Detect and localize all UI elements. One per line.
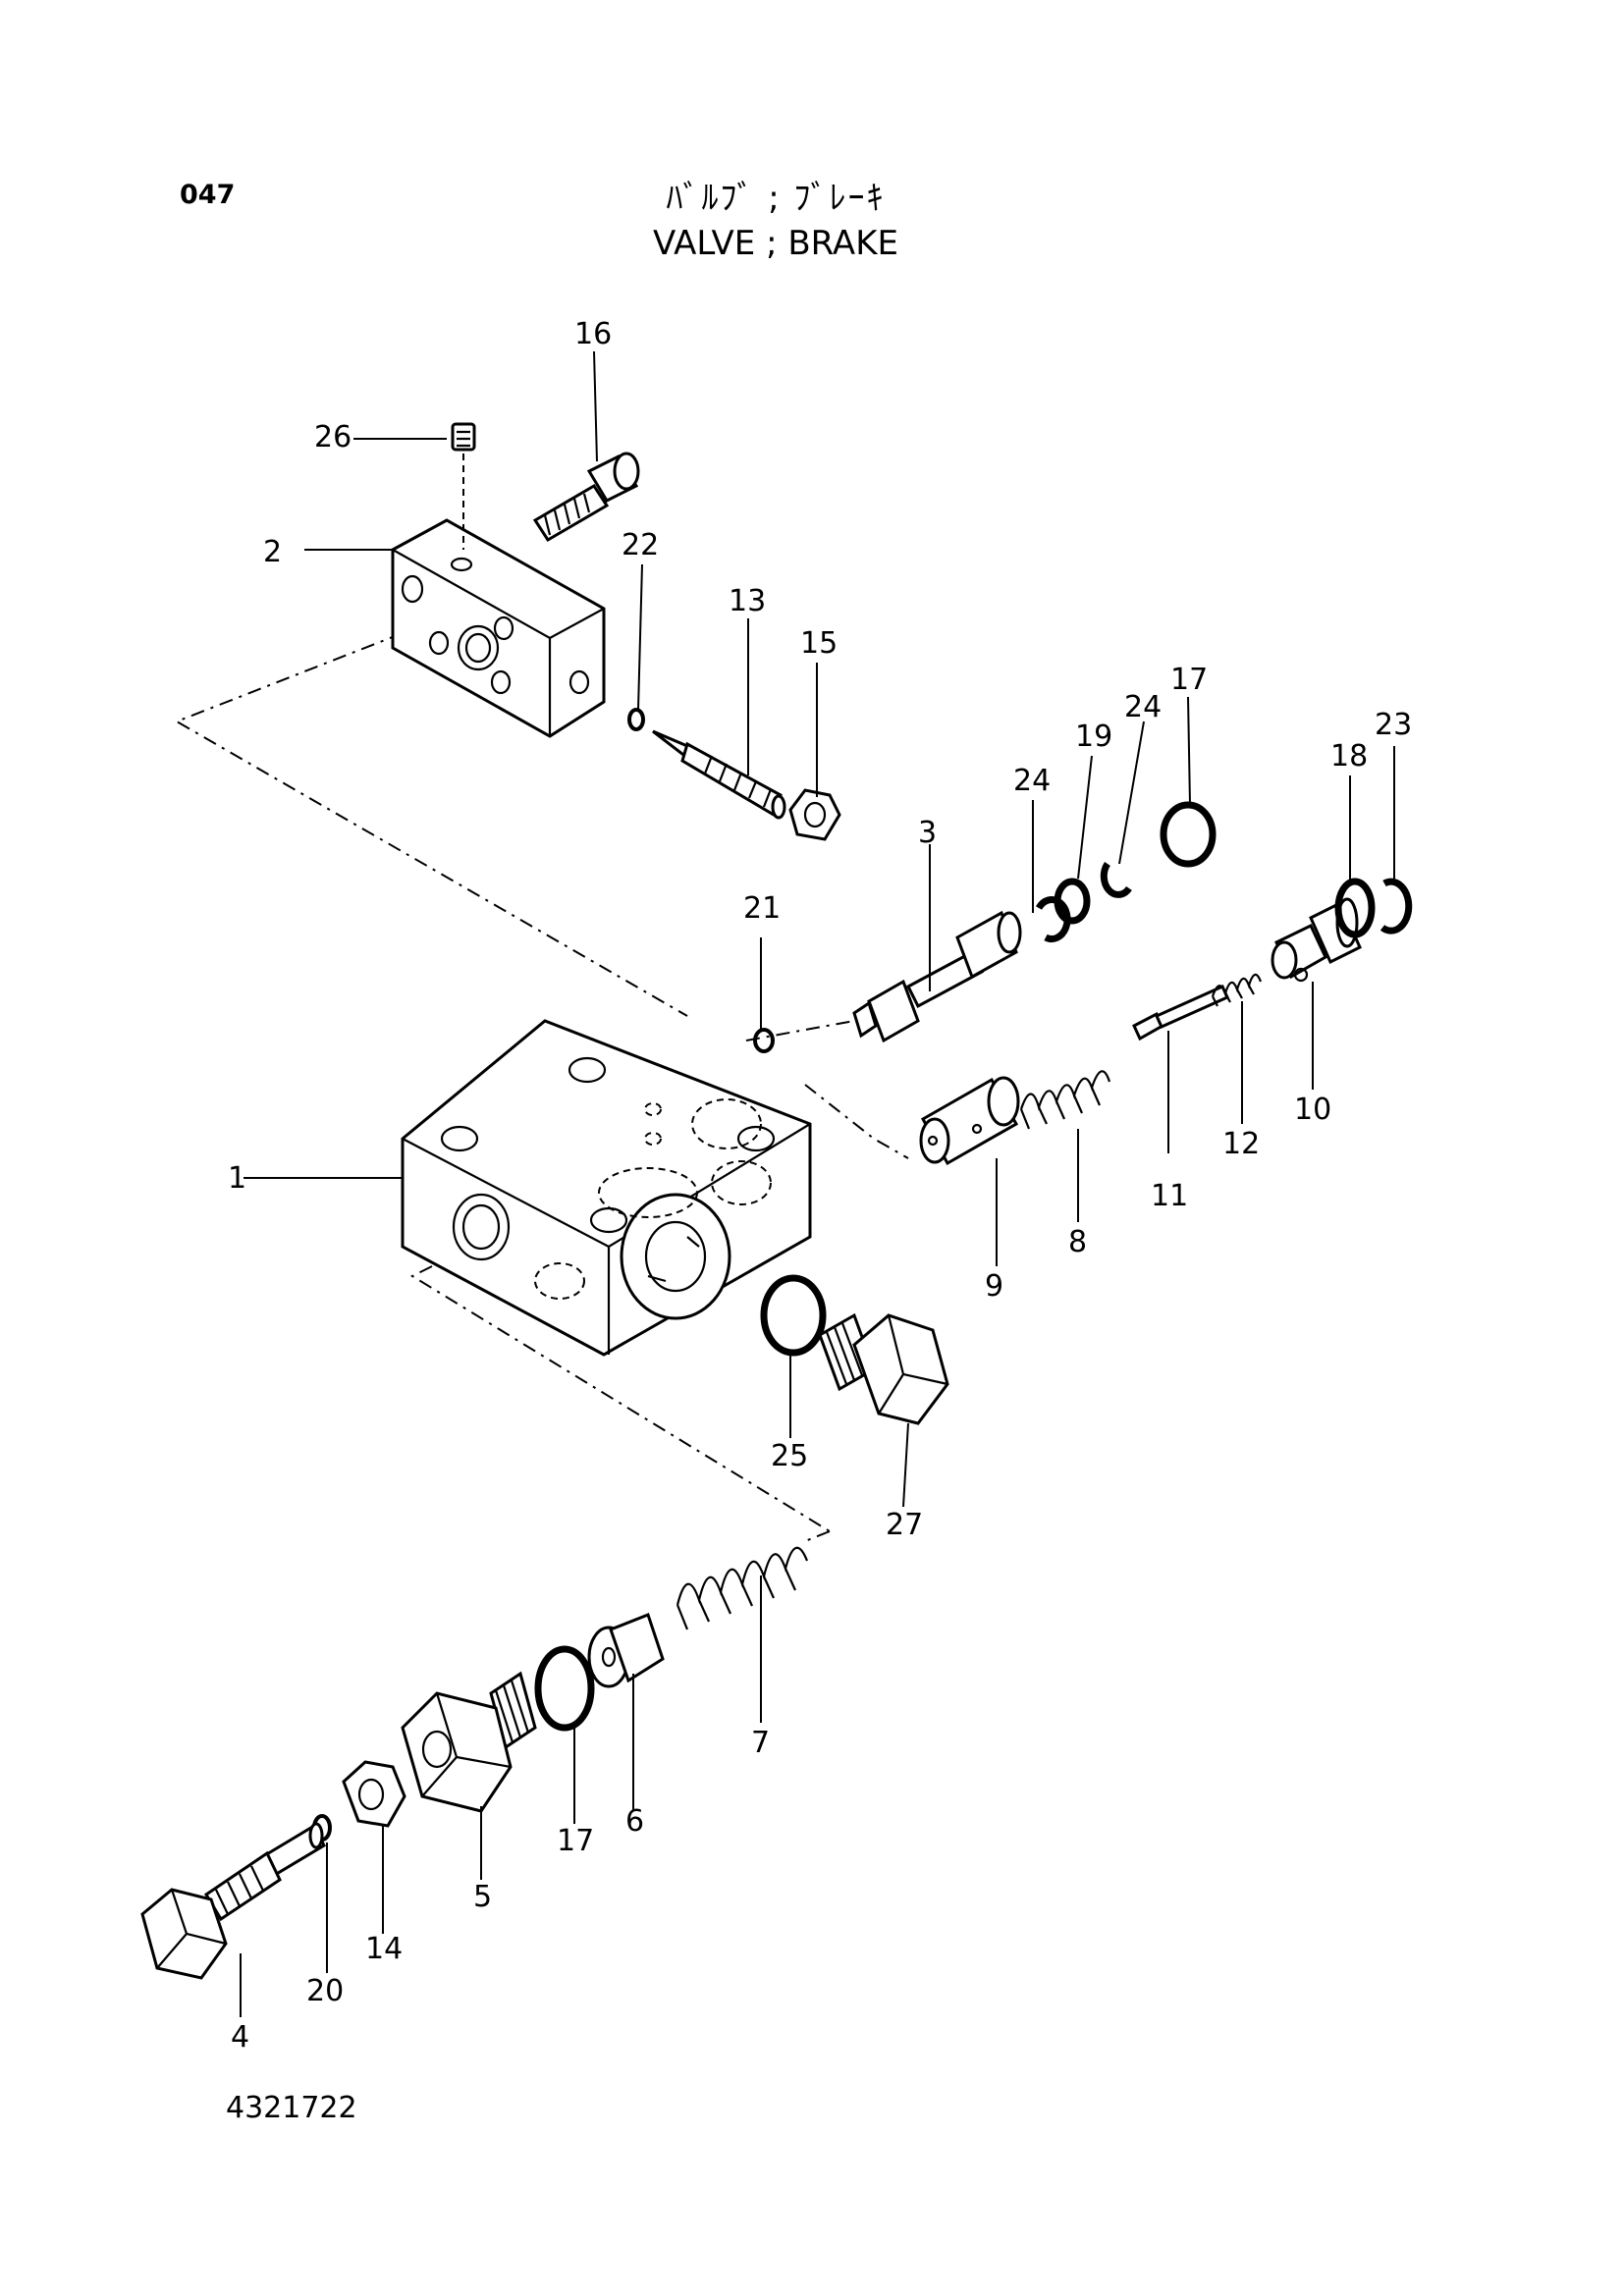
- part-24-snap-ring-b: [1100, 862, 1132, 898]
- callout-16: 16: [574, 317, 612, 351]
- part-16-cap-screw: [532, 452, 640, 543]
- part-13-needle-screw: [652, 729, 786, 820]
- callout-17-lower: 17: [557, 1824, 594, 1858]
- part-10-poppet-plug: [1271, 897, 1362, 983]
- callout-3: 3: [918, 816, 937, 850]
- page-number: 047: [180, 180, 236, 210]
- callout-12: 12: [1222, 1127, 1260, 1161]
- callout-15: 15: [800, 626, 838, 661]
- part-27-plug: [818, 1312, 949, 1425]
- part-19-oring: [1054, 878, 1091, 925]
- callout-11: 11: [1151, 1179, 1188, 1213]
- callout-labels: 1 2 3 4 5 6 7 8 9 10 11 12 13 14 15 16 1…: [228, 317, 1412, 2055]
- part-5-hex-body: [401, 1671, 537, 1813]
- callout-6: 6: [625, 1804, 644, 1839]
- part-2-upper-block: [391, 518, 606, 738]
- callout-22: 22: [622, 528, 659, 562]
- drawing-number: 4321722: [226, 2091, 357, 2125]
- callout-7: 7: [751, 1726, 770, 1760]
- title-english: VALVE ; BRAKE: [653, 224, 898, 263]
- part-8-spring: [1019, 1070, 1111, 1130]
- callout-26: 26: [314, 420, 352, 454]
- callout-19: 19: [1075, 720, 1112, 754]
- part-22-oring: [627, 708, 645, 731]
- part-23-snap-ring: [1380, 878, 1413, 934]
- callout-2: 2: [263, 535, 282, 569]
- callout-1: 1: [228, 1161, 246, 1196]
- callout-10: 10: [1294, 1093, 1331, 1127]
- part-25-oring: [760, 1274, 827, 1357]
- callout-24-b: 24: [1124, 690, 1162, 724]
- part-1-main-body: [401, 1019, 812, 1357]
- callout-17-upper: 17: [1170, 663, 1208, 697]
- part-9-plunger: [919, 1076, 1020, 1166]
- part-24-snap-ring-a: [1035, 896, 1071, 942]
- callout-18: 18: [1330, 739, 1368, 774]
- part-26-set-screw: [451, 422, 476, 550]
- callout-14: 14: [365, 1932, 403, 1966]
- callout-21: 21: [743, 891, 781, 926]
- part-7-spring: [676, 1546, 809, 1630]
- callout-5: 5: [473, 1880, 492, 1914]
- leader-lines: [240, 350, 1395, 2017]
- part-17-oring-upper: [1160, 801, 1217, 868]
- part-12-spring: [1211, 973, 1263, 1007]
- callout-24-a: 24: [1013, 764, 1051, 798]
- callout-27: 27: [886, 1508, 923, 1542]
- part-18-oring: [1334, 878, 1376, 938]
- callout-13: 13: [729, 584, 766, 618]
- callout-23: 23: [1375, 708, 1412, 742]
- title-japanese: ﾊﾞﾙﾌﾞ ; ﾌﾞﾚｰｷ: [666, 179, 886, 218]
- part-14-nut: [342, 1760, 406, 1828]
- callout-20: 20: [306, 1974, 344, 2008]
- part-4-adjusting-bolt: [140, 1822, 326, 1980]
- callout-9: 9: [985, 1269, 1003, 1304]
- callout-25: 25: [771, 1439, 808, 1473]
- part-6-spring-seat: [587, 1613, 665, 1688]
- callout-4: 4: [231, 2020, 249, 2055]
- part-15-nut: [788, 788, 841, 841]
- callout-8: 8: [1068, 1225, 1087, 1259]
- part-17-oring-lower: [534, 1645, 595, 1732]
- part-21-oring: [753, 1028, 775, 1053]
- part-3-spool: [852, 910, 1022, 1043]
